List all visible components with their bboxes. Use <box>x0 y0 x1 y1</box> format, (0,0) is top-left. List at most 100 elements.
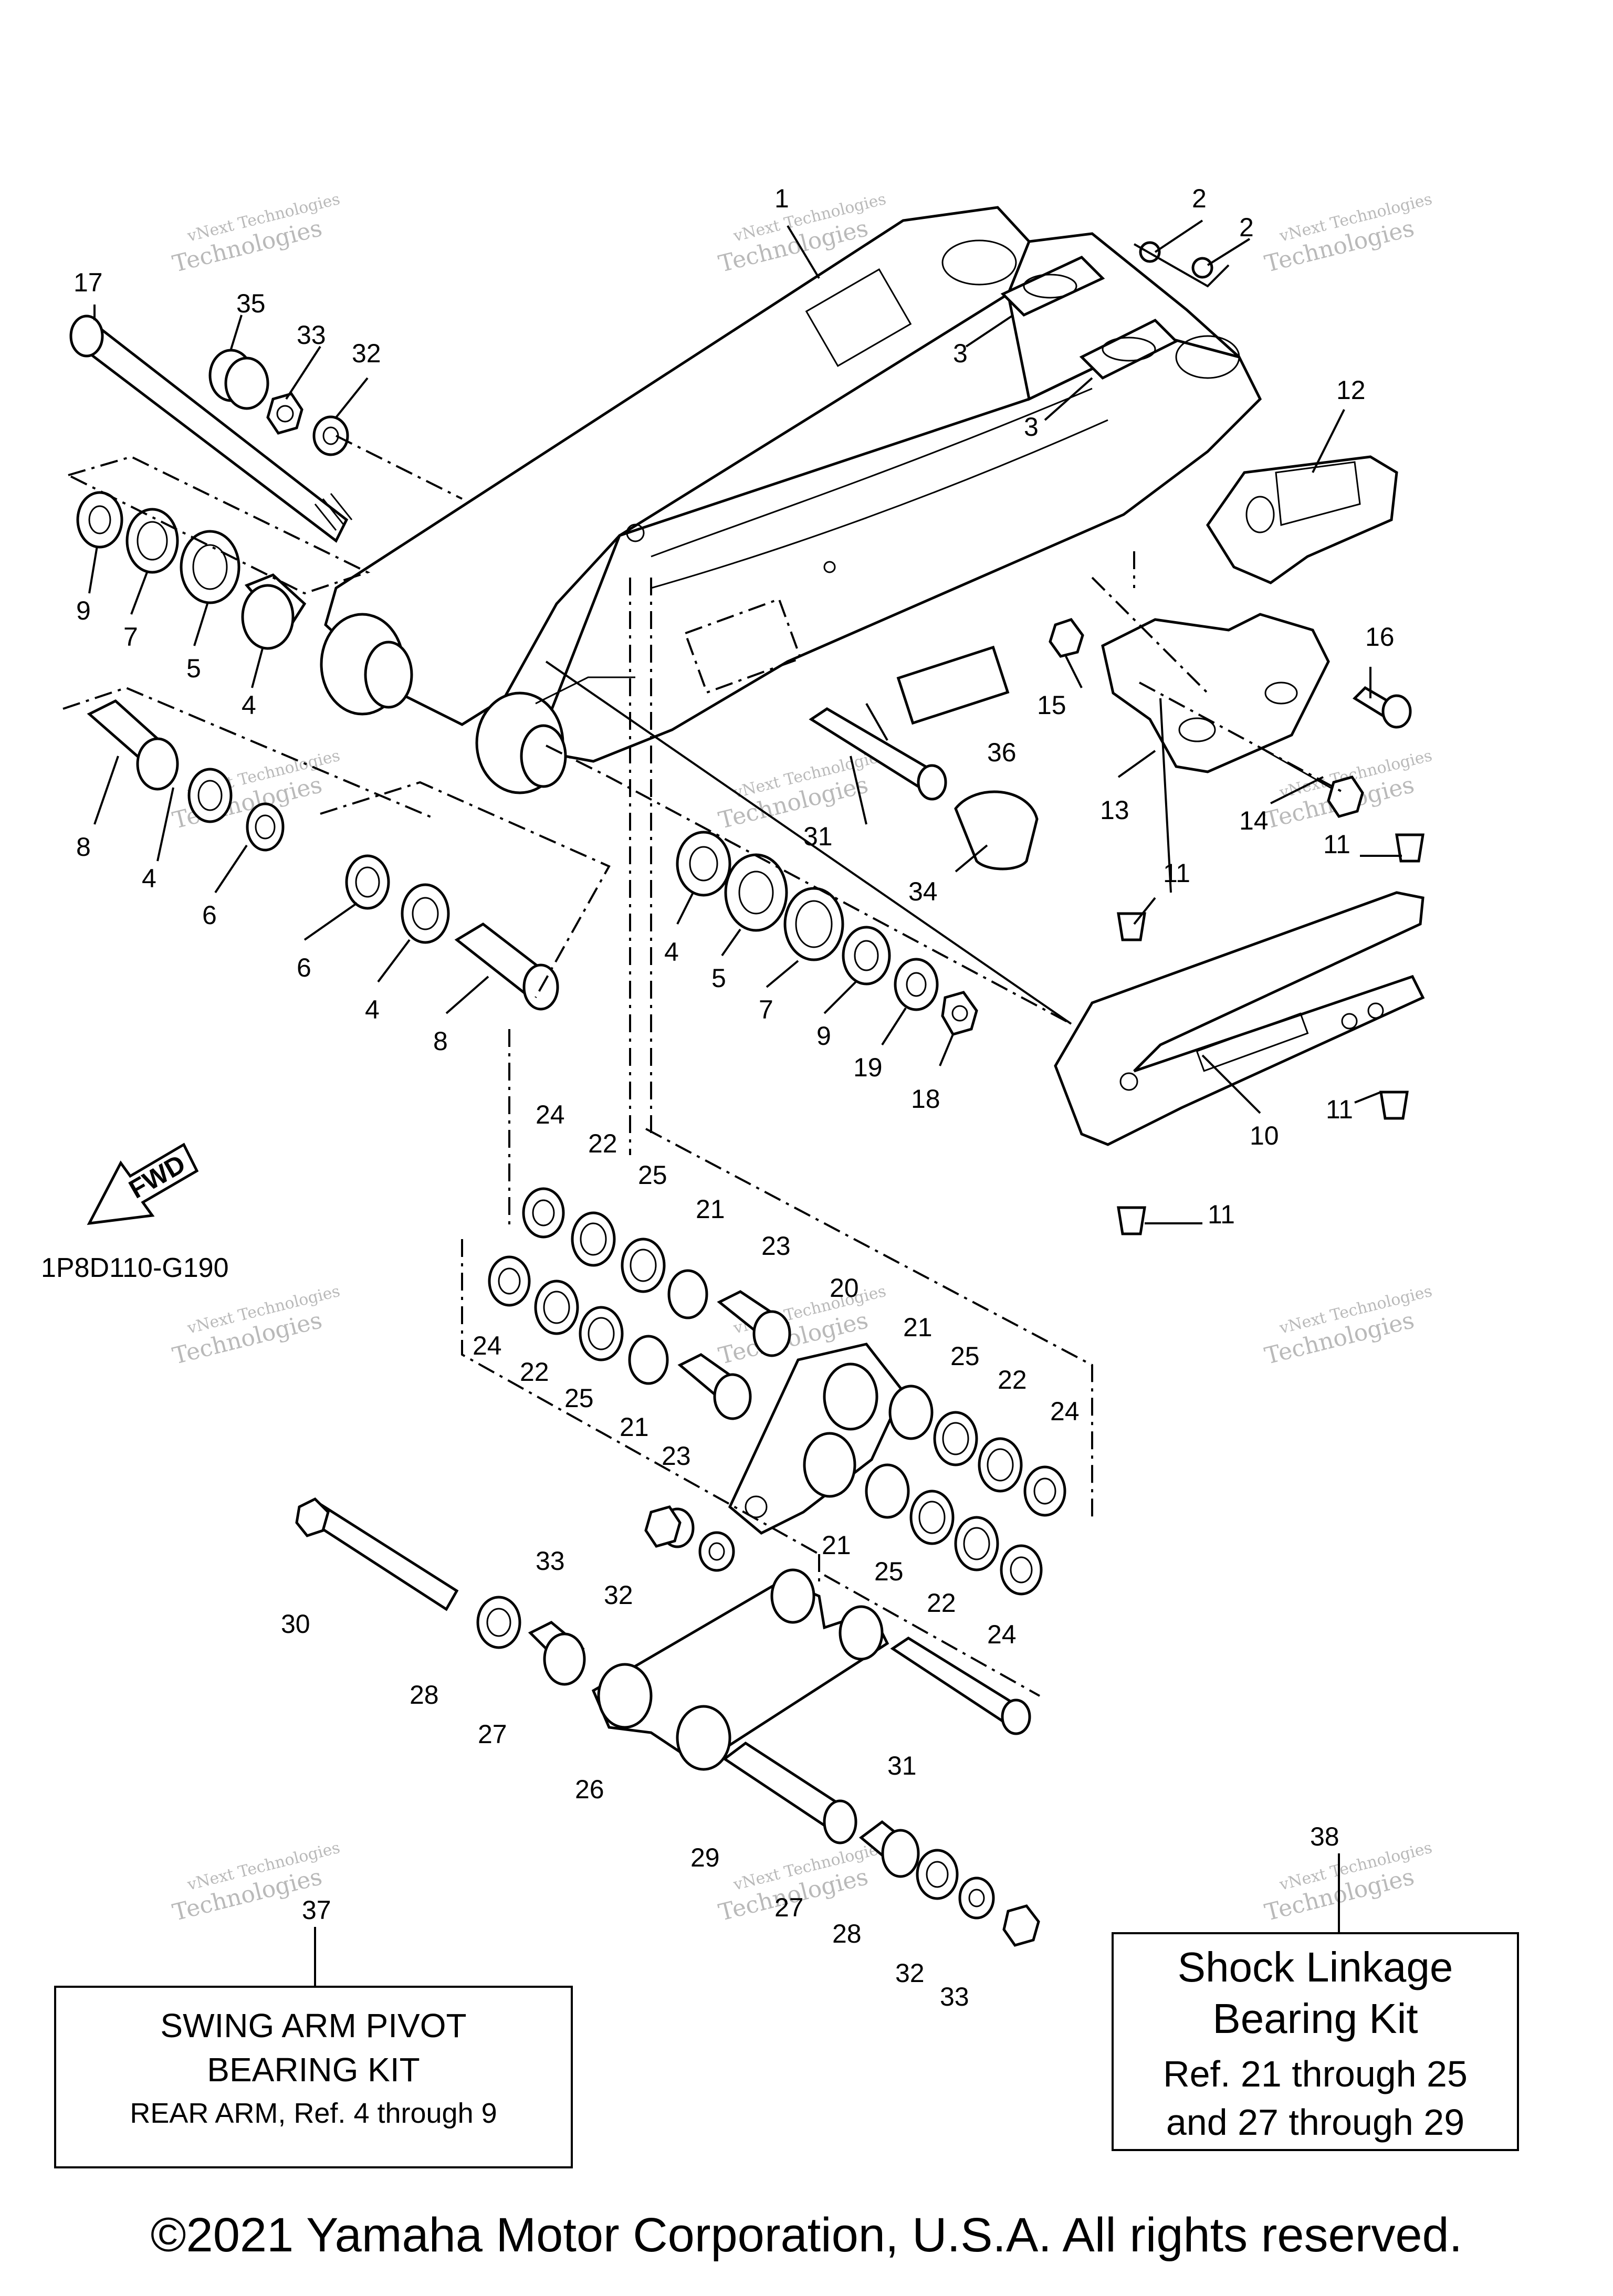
callout-11: 11 <box>1326 1095 1353 1124</box>
callout-25: 25 <box>950 1341 980 1371</box>
relay-arm-20 <box>728 1343 905 1535</box>
callout-38: 38 <box>1310 1822 1339 1851</box>
callout-9: 9 <box>76 596 91 625</box>
callout-14: 14 <box>1239 806 1269 835</box>
chain-slider-12 <box>1206 455 1398 584</box>
pivot-shaft-17 <box>69 314 353 543</box>
callout-10: 10 <box>1250 1121 1279 1150</box>
callout-25: 25 <box>564 1383 594 1413</box>
callout-32: 32 <box>352 339 381 368</box>
callout-11: 11 <box>1323 830 1350 859</box>
callout-26: 26 <box>575 1775 604 1804</box>
kit-38-line4: and 27 through 29 <box>1166 2102 1465 2143</box>
watermark: vNext Technologies Technologies <box>1262 1839 1434 1926</box>
callout-18: 18 <box>911 1084 940 1114</box>
callout-24: 24 <box>536 1100 565 1129</box>
callout-34: 34 <box>908 877 938 906</box>
svg-text:FWD: FWD <box>124 1149 191 1204</box>
callout-28: 28 <box>410 1680 439 1710</box>
watermark: vNext Technologies Technologies <box>1262 1282 1434 1370</box>
leader-lines <box>88 219 1402 1224</box>
callout-4: 4 <box>664 937 679 967</box>
callout-22: 22 <box>998 1365 1027 1395</box>
callout-13: 13 <box>1100 795 1129 825</box>
watermark: vNext Technologies Technologies <box>1262 190 1434 278</box>
linkage-bearings-middle <box>488 1255 752 1420</box>
assembly-lines <box>62 243 1345 1697</box>
label-36 <box>896 645 1010 725</box>
callout-23: 23 <box>662 1441 691 1471</box>
shock-linkage-bearing-kit-box: Shock Linkage Bearing Kit Ref. 21 throug… <box>1112 1932 1519 2151</box>
callout-6: 6 <box>202 900 217 930</box>
callout-24: 24 <box>1050 1397 1080 1426</box>
swing-arm <box>320 206 1262 794</box>
bolt-30 <box>295 1497 459 1611</box>
callout-35: 35 <box>236 289 266 318</box>
screws-2 <box>1139 241 1213 279</box>
washer-32-top <box>312 415 349 456</box>
callout-20: 20 <box>830 1273 859 1303</box>
linkage-bearings-upper <box>522 1187 791 1357</box>
fwd-arrow-icon: FWD <box>87 1142 199 1225</box>
callout-4: 4 <box>242 690 256 720</box>
callout-11: 11 <box>1208 1200 1235 1229</box>
callout-33: 33 <box>536 1546 565 1576</box>
bolt-14 <box>1265 750 1364 818</box>
callout-37: 37 <box>302 1895 331 1925</box>
callout-7: 7 <box>759 995 773 1024</box>
linkage-bearings-right <box>865 1385 1066 1596</box>
callout-33: 33 <box>297 320 326 350</box>
callout-21: 21 <box>620 1412 649 1442</box>
kit-38-line3: Ref. 21 through 25 <box>1163 2053 1468 2094</box>
callout-numbers: 1 2 2 3 3 4 4 4 4 5 5 6 6 7 7 8 8 9 9 10… <box>74 184 1395 2011</box>
connecting-rod-26 <box>591 1568 889 1771</box>
callout-25: 25 <box>874 1557 904 1586</box>
callout-23: 23 <box>761 1231 791 1261</box>
callout-2: 2 <box>1239 213 1254 242</box>
callout-24: 24 <box>987 1620 1017 1649</box>
bolt-31-bottom <box>890 1637 1031 1735</box>
kit-38-line1: Shock Linkage <box>1177 1944 1453 1990</box>
kit-37-line3: REAR ARM, Ref. 4 through 9 <box>130 2098 497 2129</box>
callout-5: 5 <box>711 963 726 993</box>
bolt-16 <box>1352 686 1412 729</box>
callout-16: 16 <box>1365 622 1395 652</box>
callout-19: 19 <box>853 1053 883 1082</box>
right-bearing-stack <box>676 831 978 1036</box>
callout-11: 11 <box>1163 858 1190 888</box>
callout-8: 8 <box>433 1026 448 1056</box>
callout-9: 9 <box>816 1021 831 1051</box>
cap-34 <box>954 790 1039 871</box>
kit-37-line2: BEARING KIT <box>207 2051 420 2089</box>
chain-guide-13 <box>1101 613 1330 773</box>
watermark: vNext Technologies Technologies <box>716 747 888 834</box>
watermark: vNext Technologies Technologies <box>170 1282 342 1370</box>
nut-33-top <box>266 392 303 435</box>
callout-3: 3 <box>953 339 968 368</box>
collar-35 <box>208 349 269 410</box>
callout-5: 5 <box>186 654 201 683</box>
callout-31: 31 <box>803 822 833 851</box>
watermark: vNext Technologies Technologies <box>170 190 342 278</box>
callout-7: 7 <box>123 622 138 652</box>
callout-21: 21 <box>822 1530 851 1560</box>
callout-27: 27 <box>774 1893 804 1922</box>
copyright-notice: ©2021 Yamaha Motor Corporation, U.S.A. A… <box>150 2208 1463 2262</box>
adjuster-plates-3 <box>1000 255 1179 380</box>
lower-bearings <box>476 1505 1040 1947</box>
callout-8: 8 <box>76 832 91 862</box>
callout-21: 21 <box>696 1194 725 1224</box>
callout-12: 12 <box>1336 375 1366 405</box>
diagram-code: 1P8D110-G190 <box>41 1253 229 1283</box>
callout-27: 27 <box>478 1720 507 1749</box>
bolts-11 <box>1117 833 1425 1235</box>
callout-28: 28 <box>832 1919 862 1948</box>
callout-15: 15 <box>1037 690 1066 720</box>
callout-32: 32 <box>604 1580 633 1610</box>
callout-22: 22 <box>927 1588 956 1618</box>
callout-1: 1 <box>774 184 789 213</box>
callout-21: 21 <box>903 1313 933 1342</box>
callout-31: 31 <box>887 1751 917 1780</box>
bolt-31-top <box>809 707 947 801</box>
